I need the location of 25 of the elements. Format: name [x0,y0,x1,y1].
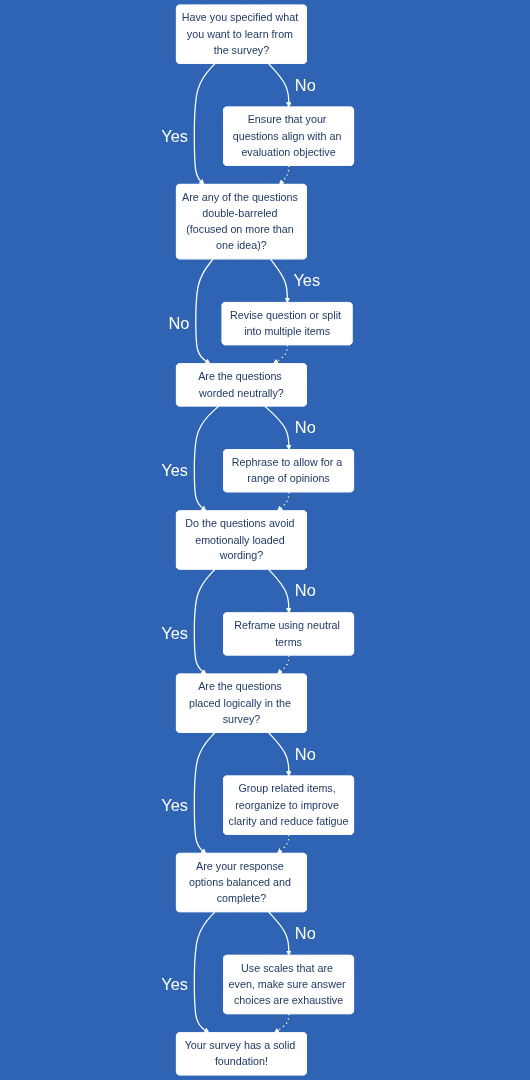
edge-label: Yes [161,794,189,817]
edge-label: Yes [161,125,189,148]
edge-label: No [294,417,316,439]
edge-label: No [294,743,316,766]
edge-label: No [294,922,316,945]
process-box: Revise question or split into multiple items [221,302,353,346]
edge-label: Yes [161,623,189,646]
process-box: Are any of the questions double-barreled (focused on more than one idea)? [176,184,307,260]
process-box: Use scales that are even, make sure answer choices are exhaustive [223,955,354,1014]
process-box: Are the questions placed logically in the survey? [176,673,307,733]
edge-label: No [168,312,190,335]
process-box: Ensure that your questions align with an evaluation objective [223,106,354,166]
process-box: Reframe using neutral terms [223,612,354,656]
edge-label: No [294,74,316,97]
edge-label: No [294,580,316,603]
process-box: Group related items, reorganize to improve clarity and reduce fatigue [223,775,354,835]
edge-label: Yes [161,973,189,996]
process-box: Rephrase to allow for a range of opinions [223,449,354,493]
process-box: Do the questions avoid emotionally loaded wording? [176,510,307,570]
edge-label: Yes [293,269,321,292]
edge-label: Yes [161,459,189,482]
process-box: Have you specified what you want to learn from the survey? [176,4,307,64]
process-box: Are the questions worded neutrally? [176,363,307,407]
process-box: Your survey has a solid foundation! [176,1032,307,1076]
process-box: Are your response options balanced and complete? [176,853,307,913]
